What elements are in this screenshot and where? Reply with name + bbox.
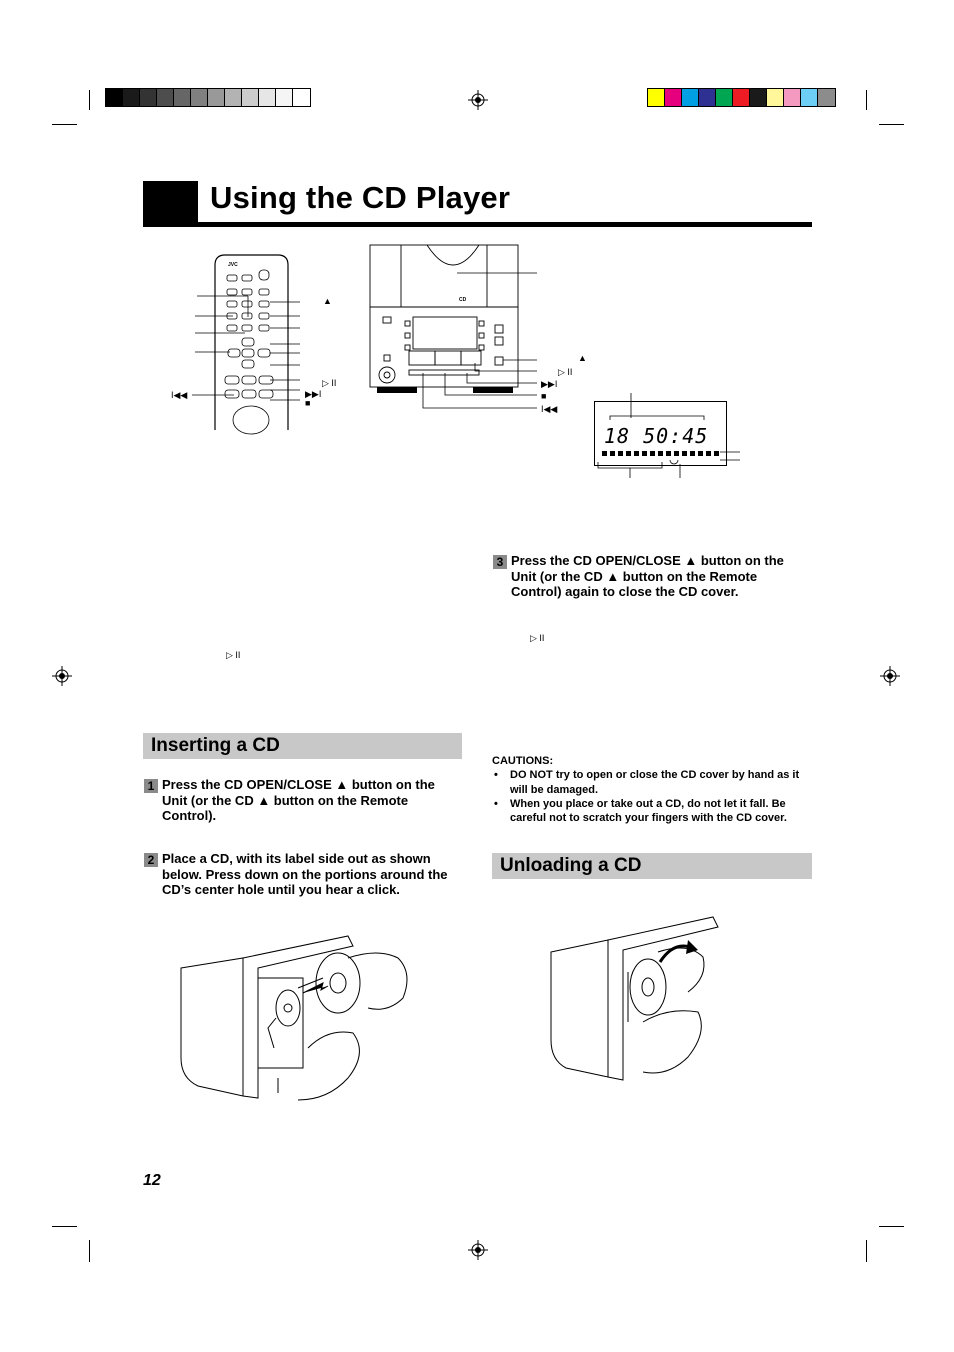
stop-icon: ■ <box>541 391 547 401</box>
next-track-icon: ▶▶I <box>541 379 558 389</box>
step-3-text: Press the CD OPEN/CLOSE ▲ button on the … <box>511 553 784 600</box>
page-number: 12 <box>143 1172 161 1189</box>
step-number-badge: 2 <box>144 853 158 867</box>
section-heading-unloading: Unloading a CD <box>492 853 812 879</box>
play-pause-icon: ▷ II <box>322 378 337 388</box>
process-color-bar <box>647 88 836 107</box>
prev-track-icon: I◀◀ <box>171 390 188 400</box>
color-swatch <box>716 89 733 106</box>
title-rule <box>143 222 812 227</box>
crop-mark <box>89 90 90 110</box>
color-swatch <box>699 89 716 106</box>
step-number-badge: 1 <box>144 779 158 793</box>
color-swatch <box>767 89 784 106</box>
eject-icon: ▲ <box>578 353 587 363</box>
color-swatch <box>784 89 801 106</box>
crop-mark <box>866 90 867 110</box>
unload-cd-illustration <box>550 916 719 1081</box>
color-swatch <box>801 89 818 106</box>
display-readout: 18 50:45 <box>604 424 709 448</box>
prev-track-icon: I◀◀ <box>541 404 558 414</box>
color-swatch <box>174 89 191 106</box>
color-swatch <box>225 89 242 106</box>
color-swatch <box>818 89 835 106</box>
color-swatch <box>682 89 699 106</box>
crop-mark <box>866 1240 867 1262</box>
color-swatch <box>208 89 225 106</box>
color-swatch <box>648 89 665 106</box>
display-panel <box>594 401 727 466</box>
step-1-text: Press the CD OPEN/CLOSE ▲ button on the … <box>162 777 435 824</box>
color-swatch <box>750 89 767 106</box>
play-pause-icon: ▷ II <box>530 633 545 643</box>
color-swatch <box>140 89 157 106</box>
eject-icon: ▲ <box>323 296 332 306</box>
registration-mark-icon <box>468 90 488 110</box>
color-swatch <box>733 89 750 106</box>
remote-brand-logo: JVC <box>228 262 238 268</box>
stop-icon: ■ <box>305 398 311 408</box>
color-swatch <box>259 89 276 106</box>
cautions-block: CAUTIONS: DO NOT try to open or close th… <box>492 754 812 825</box>
color-swatch <box>242 89 259 106</box>
caution-item: When you place or take out a CD, do not … <box>492 797 812 826</box>
play-pause-icon: ▷ II <box>226 650 241 660</box>
step-2-text: Place a CD, with its label side out as s… <box>162 851 448 898</box>
crop-mark <box>879 1226 904 1227</box>
grayscale-color-bar <box>105 88 311 107</box>
crop-mark <box>52 1226 77 1227</box>
crop-mark <box>89 1240 90 1262</box>
title-block <box>143 181 198 227</box>
cautions-heading: CAUTIONS: <box>492 755 554 767</box>
color-swatch <box>106 89 123 106</box>
cautions-list: DO NOT try to open or close the CD cover… <box>492 768 812 825</box>
crop-mark <box>52 124 77 125</box>
color-swatch <box>191 89 208 106</box>
main-unit-illustration: CD <box>369 244 537 409</box>
step-number-badge: 3 <box>493 555 507 569</box>
registration-mark-icon <box>468 1240 488 1260</box>
crop-mark <box>879 124 904 125</box>
color-swatch <box>276 89 293 106</box>
play-pause-icon: ▷ II <box>558 367 573 377</box>
next-track-icon: ▶▶I <box>305 389 322 399</box>
registration-mark-icon <box>880 666 900 686</box>
color-swatch <box>293 89 310 106</box>
unit-brand-logo: CD <box>459 297 467 303</box>
page-title: Using the CD Player <box>210 180 511 215</box>
color-swatch <box>665 89 682 106</box>
color-swatch <box>123 89 140 106</box>
registration-mark-icon <box>52 666 72 686</box>
remote-control-illustration: JVC <box>192 254 300 435</box>
display-indicators <box>597 393 740 478</box>
caution-item: DO NOT try to open or close the CD cover… <box>492 768 812 797</box>
section-heading-inserting: Inserting a CD <box>143 733 462 759</box>
insert-cd-illustration <box>180 935 408 1101</box>
color-swatch <box>157 89 174 106</box>
